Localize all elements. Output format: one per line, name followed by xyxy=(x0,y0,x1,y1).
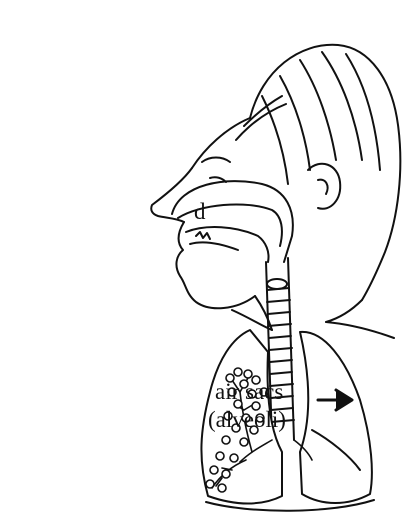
air-sacs-label: air sacs xyxy=(215,380,283,403)
right-lung xyxy=(300,332,372,503)
child-head xyxy=(151,45,400,330)
cutoff-label: d xyxy=(194,200,206,223)
alveoli-label: (alveoli) xyxy=(208,408,286,431)
airway-cavity xyxy=(172,181,293,262)
